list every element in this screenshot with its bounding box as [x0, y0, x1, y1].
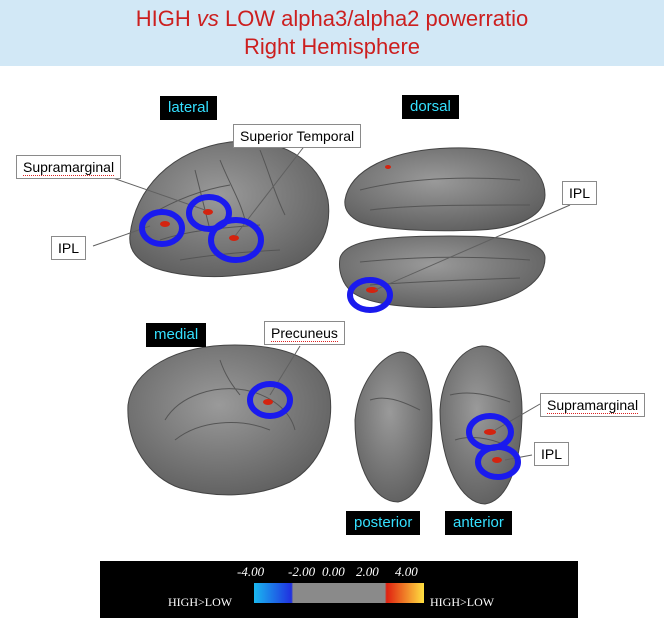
view-label-posterior: posterior [346, 511, 421, 535]
roi-circles [139, 194, 521, 480]
callout-post-supramarginal: Supramarginal [540, 393, 646, 417]
view-label-medial: medial [146, 323, 207, 347]
dorsal-brain-right [344, 147, 546, 232]
colorbar-gradient [254, 583, 424, 603]
callout-lateral-ipl: IPL [51, 236, 87, 260]
callout-precuneus: Precuneus [264, 321, 345, 345]
colorbar-tick: 0.00 [322, 564, 345, 579]
page-title: HIGH vs LOW alpha3/alpha2 powerratio [135, 6, 529, 31]
colorbar-left-label: HIGH>LOW [168, 595, 233, 609]
view-label-lateral: lateral [160, 96, 217, 120]
anterior-brain [439, 345, 523, 505]
dorsal-brain-left [339, 235, 546, 308]
colorbar-tick: 2.00 [356, 564, 379, 579]
medial-brain [127, 344, 332, 496]
page-subtitle: Right Hemisphere [243, 34, 421, 59]
callout-post-ipl: IPL [534, 442, 570, 466]
colorbar-tick: 4.00 [395, 564, 418, 579]
callout-lateral-supramarginal: Supramarginal [16, 155, 122, 179]
view-label-dorsal: dorsal [402, 95, 459, 119]
title-banner: HIGH vs LOW alpha3/alpha2 powerratio Rig… [0, 0, 664, 66]
posterior-brain [354, 351, 433, 503]
view-label-anterior: anterior [445, 511, 512, 535]
callout-dorsal-ipl: IPL [562, 181, 598, 205]
colorbar-tick: -4.00 [237, 564, 265, 579]
activation-spots [160, 165, 502, 463]
callout-superior-temporal: Superior Temporal [233, 124, 362, 148]
colorbar-right-label: HIGH>LOW [430, 595, 495, 609]
colorbar-legend: -4.00 -2.00 0.00 2.00 4.00 HIGH>LOW HIGH… [100, 561, 578, 618]
colorbar-tick: -2.00 [288, 564, 316, 579]
